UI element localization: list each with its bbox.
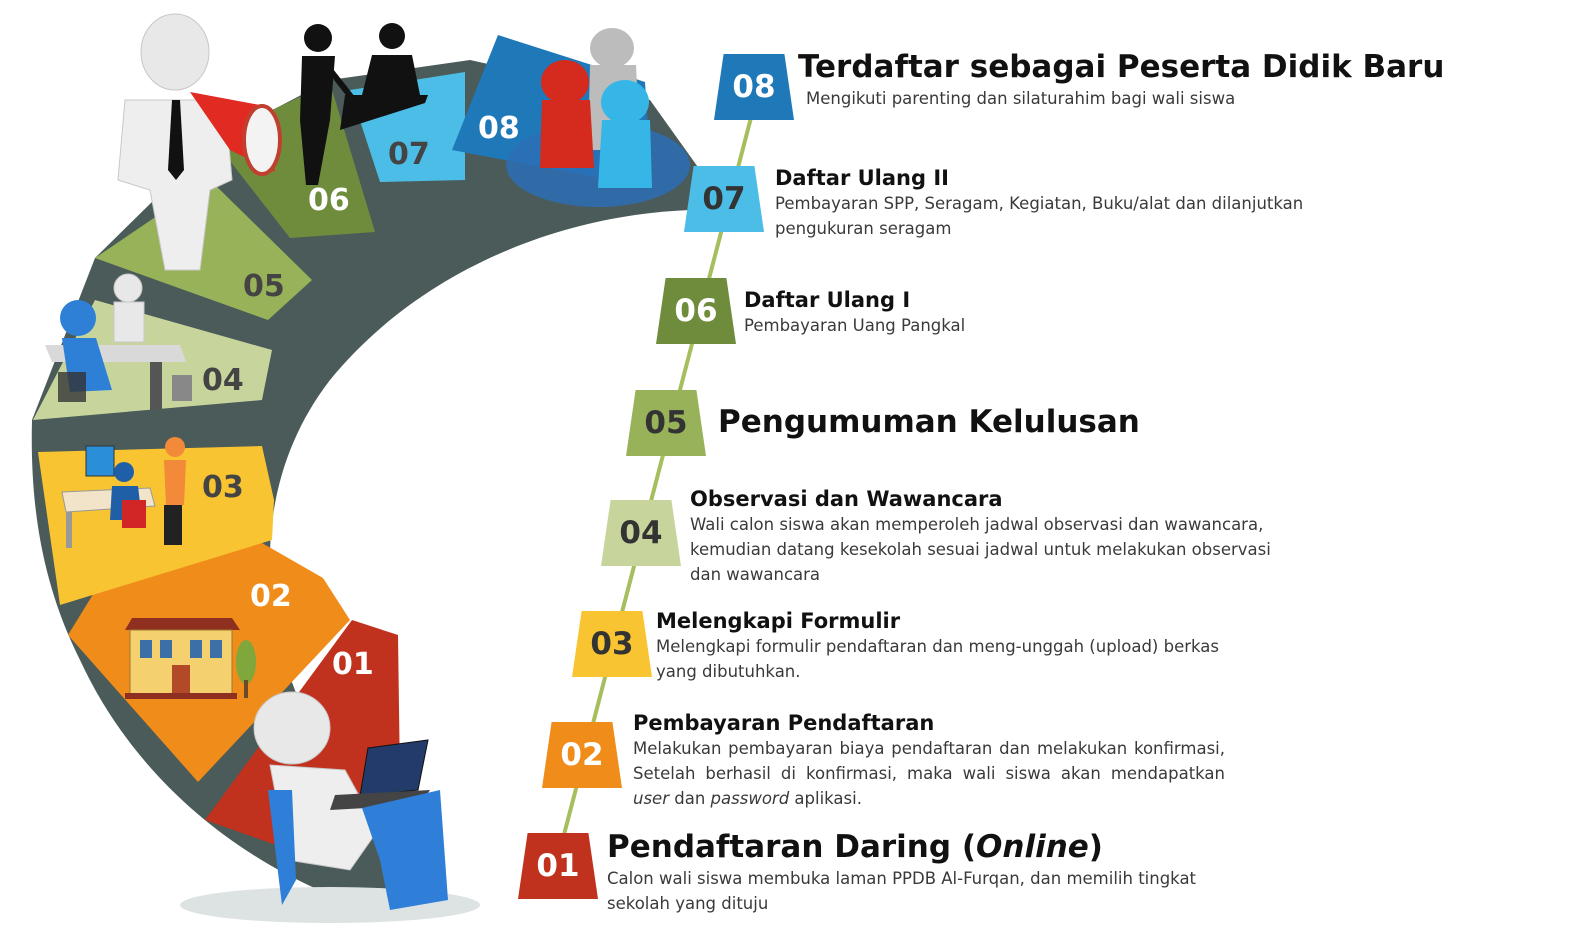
step-02-title: Pembayaran Pendaftaran — [633, 711, 935, 735]
step-01-title: Pendaftaran Daring (Online) — [607, 828, 1227, 866]
stair-label-04: 04 — [202, 363, 244, 398]
computer-workstation-icon — [61, 437, 186, 548]
step-03-desc: Melengkapi formulir pendaftaran dan meng… — [656, 637, 1219, 681]
step-01-title-b: ) — [1088, 829, 1103, 865]
stair-label-07: 07 — [388, 137, 430, 172]
step-06-title: Daftar Ulang I — [744, 288, 911, 312]
stair-label-01: 01 — [332, 647, 374, 682]
step-03: Melengkapi Formulir Melengkapi formulir … — [656, 608, 1246, 684]
step-06: Daftar Ulang I Pembayaran Uang Pangkal — [744, 287, 1304, 338]
badge-02: 02 — [542, 722, 622, 788]
badge-08: 08 — [714, 54, 794, 120]
step-07-desc: Pembayaran SPP, Seragam, Kegiatan, Buku/… — [775, 194, 1304, 238]
step-01-title-a: Pendaftaran Daring ( — [607, 829, 977, 865]
stair-step-05 — [95, 180, 312, 320]
badge-01: 01 — [518, 833, 598, 899]
step-02-desc-c: aplikasi. — [789, 789, 862, 808]
office-desk-icon — [45, 273, 192, 410]
step-05: Pengumuman Kelulusan — [718, 403, 1278, 441]
step-08-desc: Mengikuti parenting dan silaturahim bagi… — [806, 89, 1236, 108]
step-04-title: Observasi dan Wawancara — [690, 487, 1003, 511]
badge-04: 04 — [601, 500, 681, 566]
laptop-user-icon — [253, 691, 448, 910]
stair-step-03 — [38, 446, 274, 605]
step-02-desc: Melakukan pembayaran biaya pendaftaran d… — [633, 736, 1225, 811]
step-02: Pembayaran Pendaftaran Melakukan pembaya… — [633, 710, 1225, 811]
stair-label-02: 02 — [250, 579, 292, 614]
megaphone-person-icon — [117, 13, 282, 271]
badge-06: 06 — [656, 278, 736, 344]
badge-05: 05 — [626, 390, 706, 456]
stair-label-03: 03 — [202, 470, 244, 505]
step-01-title-online: Online — [976, 829, 1089, 865]
badge-03: 03 — [572, 611, 652, 677]
step-01: Pendaftaran Daring (Online) Calon wali s… — [607, 828, 1227, 916]
bank-building-icon — [125, 618, 256, 699]
step-01-desc: Calon wali siswa membuka laman PPDB Al-F… — [607, 869, 1197, 913]
step-02-desc-a: Melakukan pembayaran biaya pendaftaran d… — [633, 739, 1225, 783]
step-07: Daftar Ulang II Pembayaran SPP, Seragam,… — [775, 165, 1335, 241]
step-07-title: Daftar Ulang II — [775, 166, 949, 190]
step-04-desc: Wali calon siswa akan memperoleh jadwal … — [690, 515, 1271, 584]
step-02-desc-b: dan — [669, 789, 711, 808]
step-08: Terdaftar sebagai Peserta Didik Baru Men… — [798, 48, 1445, 111]
stair-label-05: 05 — [243, 269, 285, 304]
step-02-desc-password: password — [710, 789, 790, 808]
step-08-title: Terdaftar sebagai Peserta Didik Baru — [798, 49, 1445, 85]
step-04: Observasi dan Wawancara Wali calon siswa… — [690, 486, 1280, 587]
badge-07: 07 — [684, 166, 764, 232]
step-02-desc-user: user — [633, 789, 669, 808]
stair-label-08: 08 — [478, 111, 520, 146]
step-05-title: Pengumuman Kelulusan — [718, 404, 1140, 440]
staircase-illustration: 01 02 03 04 05 06 07 08 — [31, 13, 701, 923]
step-03-title: Melengkapi Formulir — [656, 609, 901, 633]
step-06-desc: Pembayaran Uang Pangkal — [744, 316, 966, 335]
stair-label-06: 06 — [308, 183, 350, 218]
counter-service-icon — [300, 23, 428, 185]
